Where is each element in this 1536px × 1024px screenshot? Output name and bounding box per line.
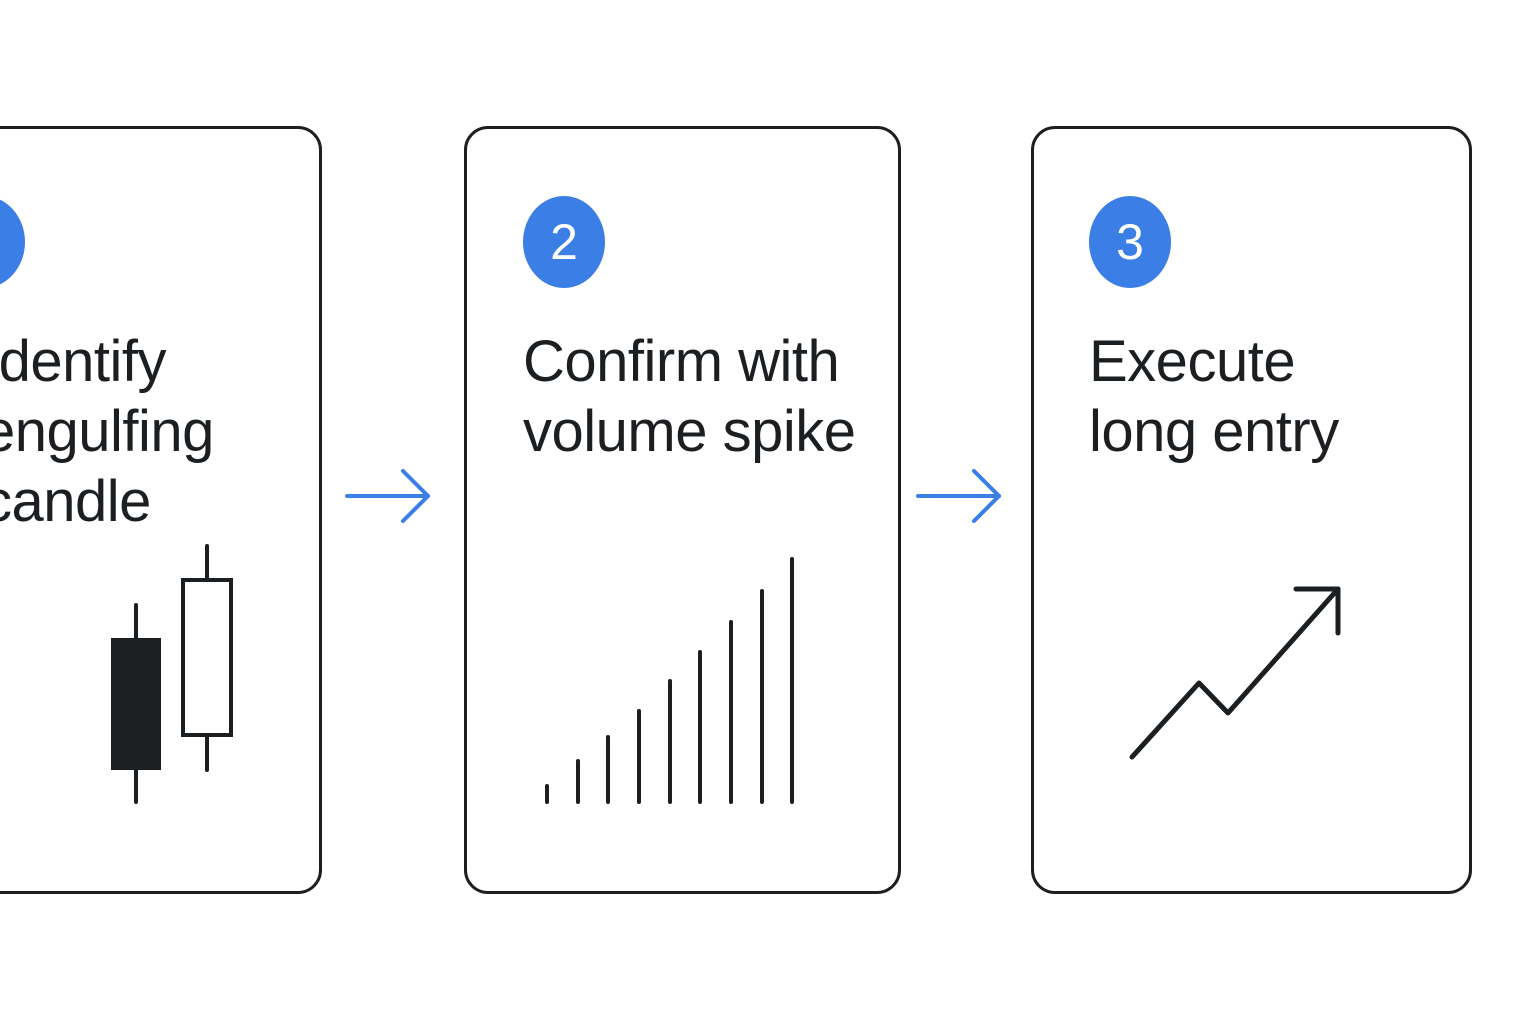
step-title: Confirm with volume spike [523,329,856,464]
step-card-1: 1 Identify engulfing candle [0,126,322,894]
arrow-right-icon [916,469,1001,523]
step-card-2: 2 Confirm with volume spike [464,126,901,894]
arrow-right-icon [345,469,430,523]
step-number-badge: 1 [0,196,25,288]
step-number-badge: 3 [1089,196,1171,288]
step-number-badge: 2 [523,196,605,288]
step-card-1-clip: 1 Identify engulfing candle [0,129,319,891]
step-title: Identify engulfing candle [0,329,214,534]
step-title: Execute long entry [1089,329,1339,464]
step-card-3: 3 Execute long entry [1031,126,1472,894]
